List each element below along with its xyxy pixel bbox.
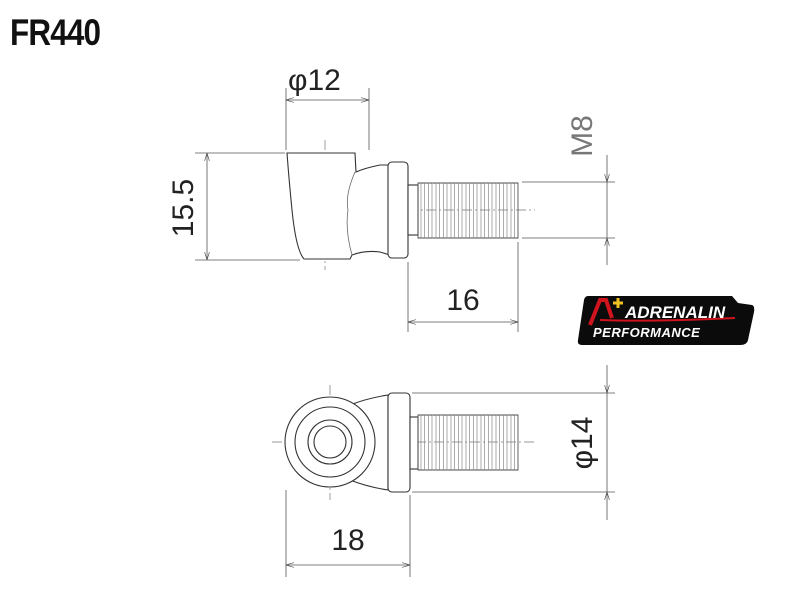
dimension-18: 18 xyxy=(285,490,411,577)
dimension-m8: M8 xyxy=(522,115,615,265)
dimension-label: 18 xyxy=(331,524,364,557)
top-view xyxy=(272,385,535,500)
dimension-label: 15.5 xyxy=(167,179,200,237)
adrenalin-performance-logo: ADRENALIN PERFORMANCE xyxy=(577,296,755,345)
dimension-phi12: φ12 xyxy=(285,64,370,150)
part-number-title: FR440 xyxy=(10,12,101,53)
dimension-16: 16 xyxy=(407,242,519,332)
side-view xyxy=(286,140,535,270)
dimension-label: M8 xyxy=(566,115,599,157)
dimension-label: φ12 xyxy=(288,64,341,97)
logo-line2: PERFORMANCE xyxy=(593,325,700,340)
dimension-label: 16 xyxy=(446,284,479,317)
logo-line1: ADRENALIN xyxy=(624,303,726,322)
dimension-label: φ14 xyxy=(566,417,599,470)
dimension-15-5: 15.5 xyxy=(167,152,300,261)
dimension-phi14: φ14 xyxy=(412,365,615,520)
